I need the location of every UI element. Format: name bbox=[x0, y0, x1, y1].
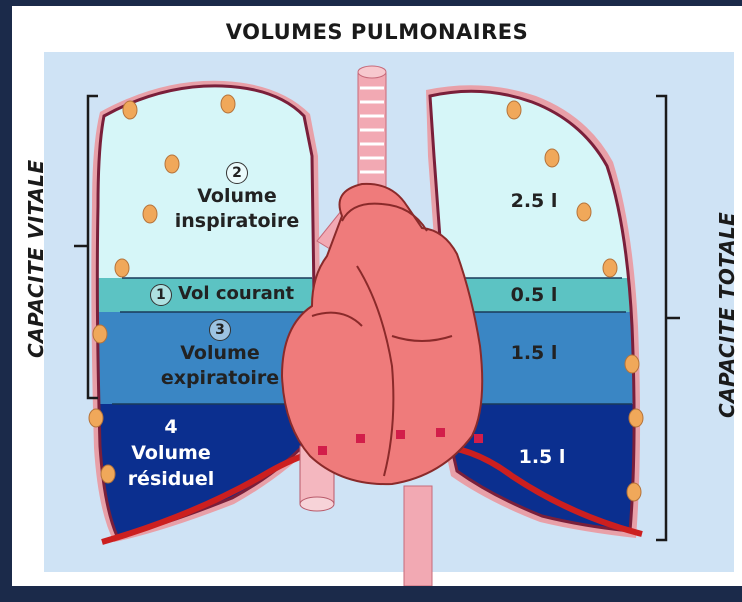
lungs-diagram bbox=[12, 6, 742, 586]
value-inspiratoire: 2.5 l bbox=[474, 190, 594, 212]
value-courant: 0.5 l bbox=[474, 284, 594, 306]
zone-number-2: 2 bbox=[226, 162, 248, 184]
zone-number-3: 3 bbox=[209, 319, 231, 341]
zone-number-4: 4 bbox=[164, 416, 177, 438]
zone-number-1: 1 bbox=[150, 284, 172, 306]
capacite-vitale-label: CAPACITE VITALE bbox=[24, 178, 48, 358]
aorta bbox=[404, 486, 432, 586]
label-volume-expiratoire: 3 Volume expiratoire bbox=[130, 316, 310, 391]
value-expiratoire: 1.5 l bbox=[474, 342, 594, 364]
label-volume-residuel: 4 Volume résiduel bbox=[106, 414, 236, 492]
label-vol-courant: 1 Vol courant bbox=[132, 281, 312, 307]
label-volume-inspiratoire: 2 Volume inspiratoire bbox=[162, 159, 312, 234]
diagram-frame: VOLUMES PULMONAIRES bbox=[12, 6, 742, 586]
bottom-strip bbox=[0, 586, 742, 602]
capacite-totale-label: CAPACITE TOTALE bbox=[715, 218, 739, 418]
value-residuel: 1.5 l bbox=[482, 446, 602, 468]
